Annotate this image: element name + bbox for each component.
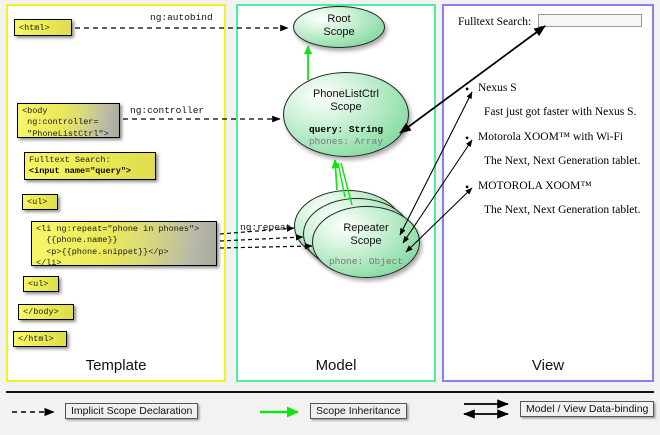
phonelistctrl-scope-prop-phones: phones: Array — [308, 135, 384, 147]
list-item: • Motorola XOOM™ with Wi-Fi — [465, 131, 624, 145]
list-item: • Nexus S — [465, 82, 517, 96]
fulltext-search-input-markup: <input name="query"> — [29, 166, 132, 177]
phonelistctrl-scope-title-line1: PhoneListCtrl — [312, 88, 380, 100]
bullet-icon: • — [465, 82, 470, 96]
column-title-model: Model — [315, 357, 357, 374]
column-template: Template — [6, 4, 226, 382]
phonelistctrl-scope: PhoneListCtrl Scope query: String phones… — [283, 72, 409, 157]
phone-snippet: The Next, Next Generation tablet. — [484, 204, 641, 216]
edge-label-ng-controller: ng:controller — [130, 105, 205, 116]
phone-name: MOTOROLA XOOM™ — [478, 180, 592, 192]
root-scope-title-line1: Root — [327, 13, 351, 25]
code-box-ul-open: <ul> — [22, 194, 58, 210]
search-input[interactable] — [538, 14, 642, 27]
code-box-body-open: <body ng:controller= "PhoneListCtrl"> — [17, 103, 120, 139]
bullet-icon: • — [465, 180, 470, 194]
edge-label-ng-repeat: ng:repeat — [240, 222, 292, 233]
legend-label-scope-inheritance: Scope Inheritance — [310, 403, 407, 419]
root-scope: Root Scope — [293, 6, 385, 48]
edge-label-ng-autobind: ng:autobind — [150, 12, 213, 23]
code-box-li-repeat: <li ng:repeat="phone in phones"> {{phone… — [31, 221, 217, 268]
code-box-html-open: <html> — [14, 19, 72, 36]
repeater-scope-title-line1: Repeater — [343, 222, 389, 234]
legend: Implicit Scope Declaration Scope Inherit… — [0, 389, 660, 435]
phone-name: Motorola XOOM™ with Wi-Fi — [478, 131, 624, 143]
code-box-fulltext-search: Fulltext Search: <input name="query"> — [24, 152, 156, 180]
code-box-html-close: </html> — [13, 331, 67, 347]
repeater-scope-prop-phone: phone: Object — [328, 255, 404, 267]
repeater-scope: Repeater Scope phone: Object — [312, 206, 420, 278]
phonelistctrl-scope-prop-query: query: String — [308, 123, 384, 135]
phonelistctrl-scope-title-line2: Scope — [330, 100, 362, 113]
legend-label-model-view-data-binding: Model / View Data-binding — [520, 401, 655, 417]
fulltext-search-label: Fulltext Search: — [29, 155, 111, 165]
legend-divider — [6, 391, 654, 393]
code-box-body-close: </body> — [18, 304, 74, 320]
phone-snippet: The Next, Next Generation tablet. — [484, 155, 641, 167]
phone-snippet: Fast just got faster with Nexus S. — [484, 106, 637, 118]
column-title-view: View — [531, 357, 565, 374]
phone-name: Nexus S — [478, 82, 517, 94]
code-box-ul-close: <ul> — [23, 276, 59, 292]
view-content: Fulltext Search: • Nexus S Fast just got… — [450, 10, 650, 240]
root-scope-title-line2: Scope — [323, 25, 355, 38]
legend-label-implicit-scope-declaration: Implicit Scope Declaration — [65, 403, 199, 419]
column-title-template: Template — [85, 357, 147, 374]
bullet-icon: • — [465, 131, 470, 145]
view-search-label: Fulltext Search: — [458, 16, 532, 28]
repeater-scope-title-line2: Scope — [350, 234, 382, 247]
list-item: • MOTOROLA XOOM™ — [465, 180, 592, 194]
